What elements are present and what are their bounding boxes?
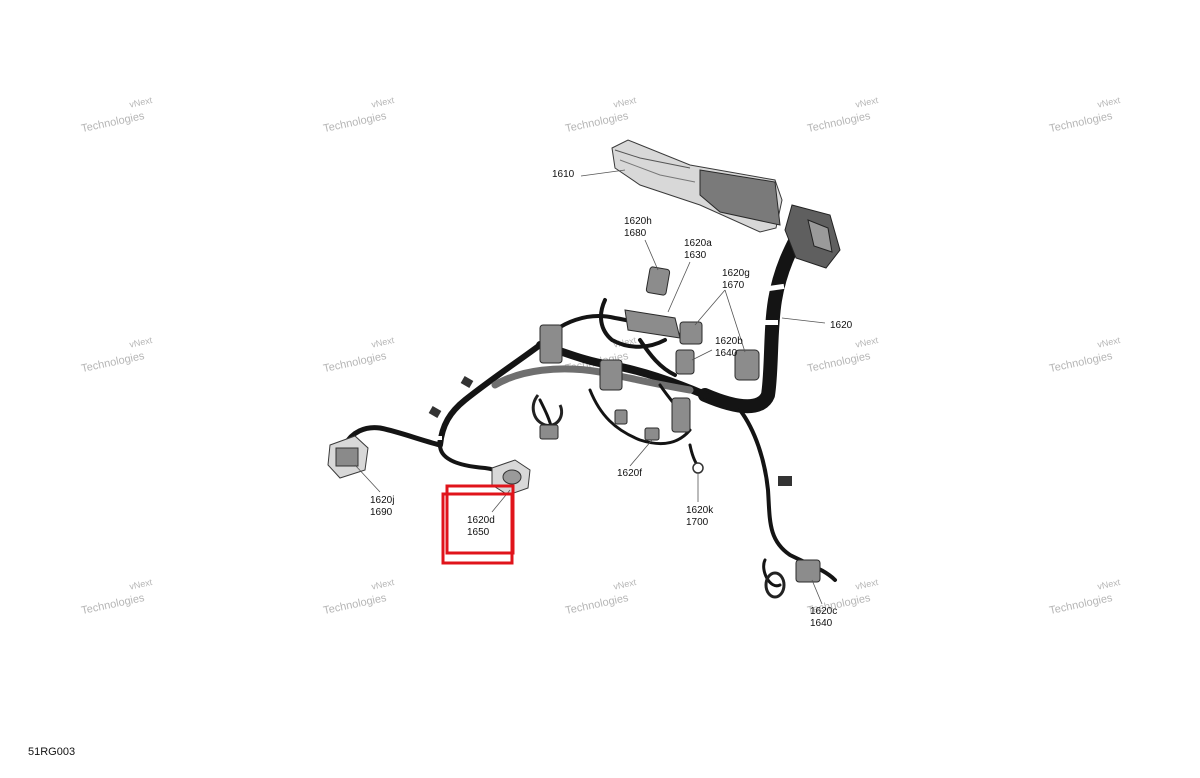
watermark-line2: Technologies <box>80 110 146 135</box>
watermark-line1: vNext <box>854 335 879 350</box>
connector-1620a <box>624 309 681 339</box>
callout-labels: 1610 1620h 1680 1620a 1630 1620g 1670 16… <box>370 169 853 629</box>
watermark-line1: vNext <box>370 335 395 350</box>
watermark-line1: vNext <box>1096 335 1121 350</box>
callout-leaders <box>354 169 826 605</box>
watermark-line2: Technologies <box>564 592 630 617</box>
watermark-line2: Technologies <box>564 110 630 135</box>
watermark-line1: vNext <box>1096 577 1121 592</box>
diagram-code: 51RG003 <box>28 746 76 758</box>
watermark-line1: vNext <box>612 577 637 592</box>
connector-1620k-ring <box>692 462 704 474</box>
watermark-line1: vNext <box>128 577 153 592</box>
watermark-line2: Technologies <box>1048 592 1114 617</box>
watermark-line2: Technologies <box>80 592 146 617</box>
connector-ecu-plug <box>784 204 841 269</box>
connector-1620b <box>675 349 695 375</box>
callout-1620b: 1620b 1640 <box>715 336 746 359</box>
connector-1620c <box>764 559 821 599</box>
watermark-line2: Technologies <box>80 350 146 375</box>
watermark-line1: vNext <box>128 95 153 110</box>
watermark-line2: Technologies <box>322 592 388 617</box>
connector-misc-grey <box>531 324 691 441</box>
highlight-box-1620d[interactable] <box>441 484 515 565</box>
connector-1620h <box>645 266 671 296</box>
watermark-line2: Technologies <box>806 350 872 375</box>
watermark-line2: Technologies <box>1048 110 1114 135</box>
watermark-line2: Technologies <box>806 110 872 135</box>
watermark-line1: vNext <box>370 577 395 592</box>
ecu-module-illustration <box>611 139 783 233</box>
watermark-line1: vNext <box>370 95 395 110</box>
watermark-line1: vNext <box>854 95 879 110</box>
callout-1620k: 1620k 1700 <box>686 505 716 528</box>
callout-1620c: 1620c 1640 <box>810 606 840 629</box>
callout-1620g: 1620g 1670 <box>722 268 753 291</box>
callout-1620d: 1620d 1650 <box>467 515 498 538</box>
watermark-line1: vNext <box>1096 95 1121 110</box>
callout-1610: 1610 <box>552 169 575 180</box>
watermark-line2: Technologies <box>1048 350 1114 375</box>
connector-1620d <box>491 459 531 496</box>
watermark-line2: Technologies <box>322 350 388 375</box>
callout-1620: 1620 <box>830 320 853 331</box>
watermark-line1: vNext <box>854 577 879 592</box>
watermark-line1: vNext <box>128 335 153 350</box>
callout-1620j: 1620j 1690 <box>370 495 397 518</box>
watermark-line1: vNext <box>612 95 637 110</box>
harness-clips <box>428 376 792 486</box>
watermark-line2: Technologies <box>322 110 388 135</box>
connector-1620j <box>327 435 369 479</box>
callout-1620h: 1620h 1680 <box>624 216 655 239</box>
wiring-harness <box>342 215 837 588</box>
connector-1620g <box>679 321 760 381</box>
callout-1620a: 1620a 1630 <box>684 238 715 261</box>
callout-1620f: 1620f <box>617 468 642 479</box>
